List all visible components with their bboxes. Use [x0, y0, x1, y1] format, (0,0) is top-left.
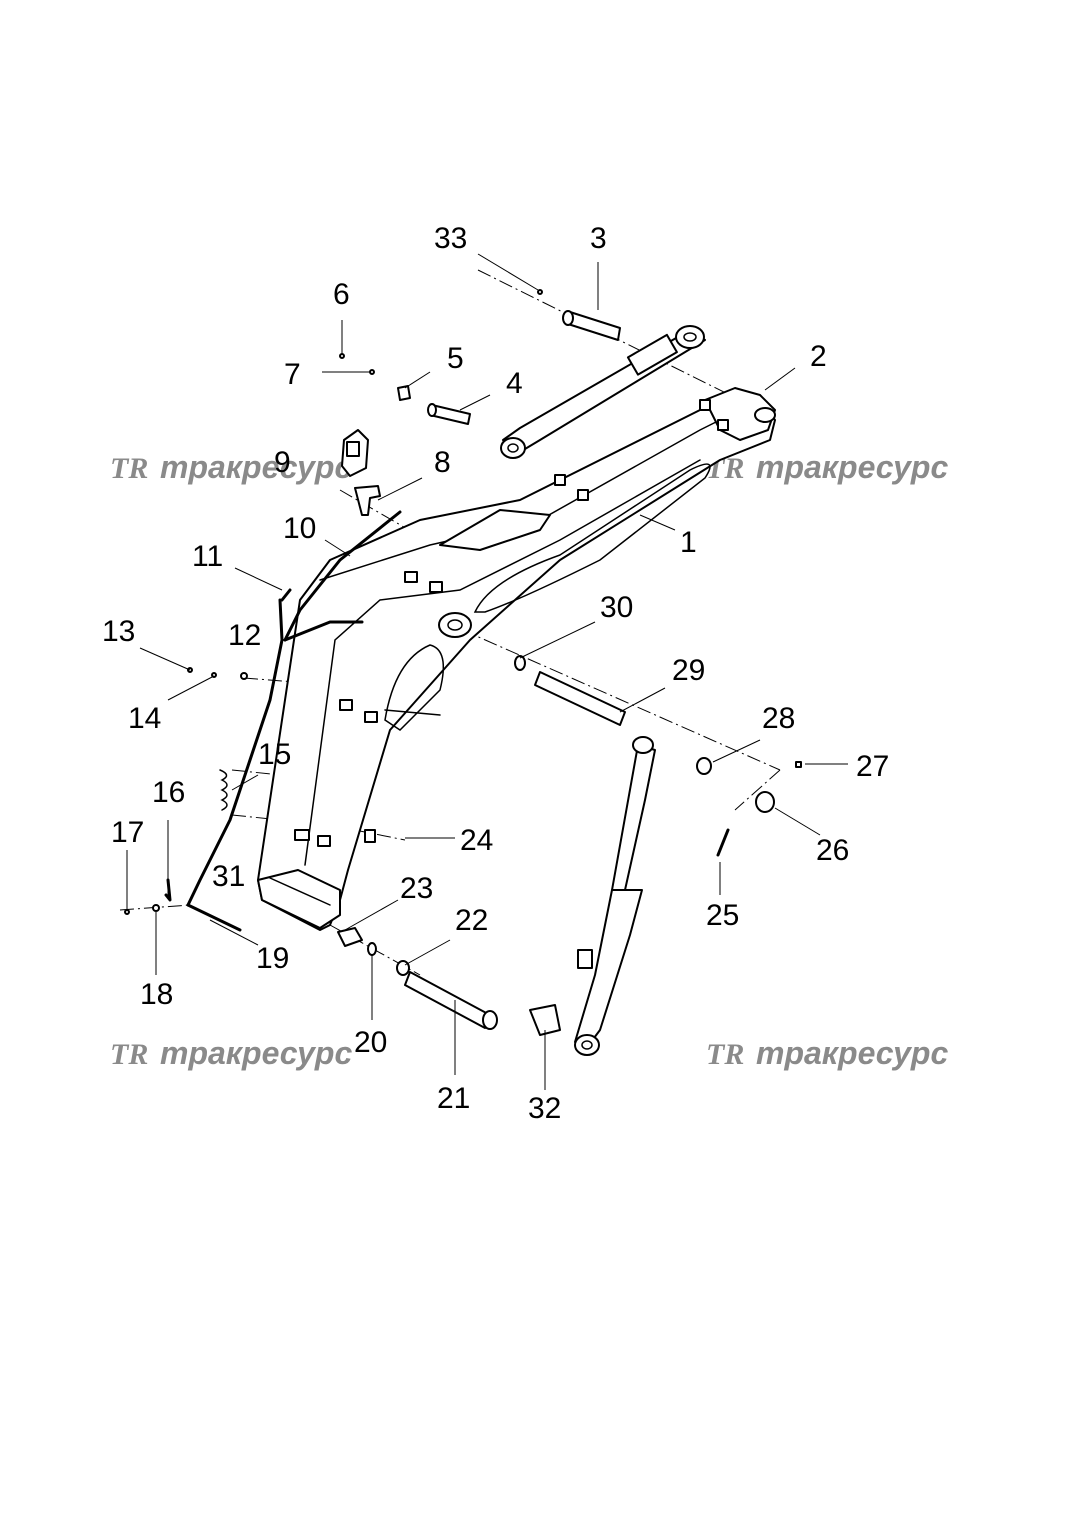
callout-23: 23	[400, 872, 433, 905]
clamp-18	[152, 904, 160, 912]
watermark-logo: TR	[110, 1038, 148, 1071]
callout-19: 19	[256, 942, 289, 975]
callout-14: 14	[128, 702, 161, 735]
clip-12	[240, 672, 248, 680]
callout-10: 10	[283, 512, 316, 545]
bracket-8	[354, 485, 381, 516]
boom	[257, 387, 776, 931]
pin-21	[404, 971, 491, 1029]
callout-3: 3	[590, 222, 607, 255]
watermark-text: тракресурс	[756, 1035, 948, 1071]
callout-20: 20	[354, 1026, 387, 1059]
callout-5: 5	[447, 342, 464, 375]
watermark-bottom-right: TR тракресурс	[706, 1035, 948, 1071]
callout-26: 26	[816, 834, 849, 867]
callout-6: 6	[333, 278, 350, 311]
arm-cylinder	[500, 325, 706, 459]
block-9	[341, 429, 369, 477]
watermark-text: тракресурс	[160, 1035, 352, 1071]
hose-assembly	[164, 510, 402, 932]
callout-8: 8	[434, 446, 451, 479]
washer-30	[514, 655, 526, 671]
boom-cylinder	[574, 736, 656, 1056]
callout-17: 17	[111, 816, 144, 849]
callout-30: 30	[600, 591, 633, 624]
nut-27	[795, 761, 802, 768]
callout-33: 33	[434, 222, 467, 255]
callout-4: 4	[506, 367, 523, 400]
leader-lines	[126, 253, 848, 1090]
bolt-33	[537, 289, 543, 295]
callout-21: 21	[437, 1082, 470, 1115]
watermark-text: тракресурс	[756, 449, 948, 485]
pin-4	[427, 403, 471, 425]
shim-20	[367, 942, 377, 956]
callout-18: 18	[140, 978, 173, 1011]
callout-28: 28	[762, 702, 795, 735]
washer-22	[396, 960, 410, 976]
watermark-logo: TR	[110, 452, 148, 485]
callout-11: 11	[192, 540, 223, 573]
plate-5	[397, 385, 411, 401]
watermark-top-left: TR тракресурс	[110, 449, 352, 485]
callout-9: 9	[274, 446, 291, 479]
washer-28	[696, 757, 712, 775]
pin-3	[562, 310, 621, 341]
callout-13: 13	[102, 615, 135, 648]
pin-32	[529, 1004, 561, 1036]
callout-7: 7	[284, 358, 301, 391]
bushing-26	[755, 791, 775, 813]
bolt-17	[124, 909, 130, 915]
bolt-25	[716, 828, 730, 857]
callout-24: 24	[460, 824, 493, 857]
watermark-top-right: TR тракресурс	[706, 449, 948, 485]
callout-1: 1	[680, 526, 697, 559]
watermark-bottom-left: TR тракресурс	[110, 1035, 352, 1071]
bushing-23	[337, 927, 363, 947]
callout-32: 32	[528, 1092, 561, 1125]
callout-29: 29	[672, 654, 705, 687]
callout-16: 16	[152, 776, 185, 809]
washer-7	[369, 369, 375, 375]
callout-12: 12	[228, 619, 261, 652]
callout-22: 22	[455, 904, 488, 937]
callout-2: 2	[810, 340, 827, 373]
callout-25: 25	[706, 899, 739, 932]
callout-27: 27	[856, 750, 889, 783]
watermark-logo: TR	[706, 1038, 744, 1071]
callout-31: 31	[212, 860, 245, 893]
watermark-text: тракресурс	[160, 449, 352, 485]
callout-labels: 1 2 3 4 5 6 7 8 9 10 11 12 13 14 15 16 1…	[102, 222, 889, 1125]
pin-29	[534, 671, 626, 726]
callout-15: 15	[258, 738, 291, 771]
